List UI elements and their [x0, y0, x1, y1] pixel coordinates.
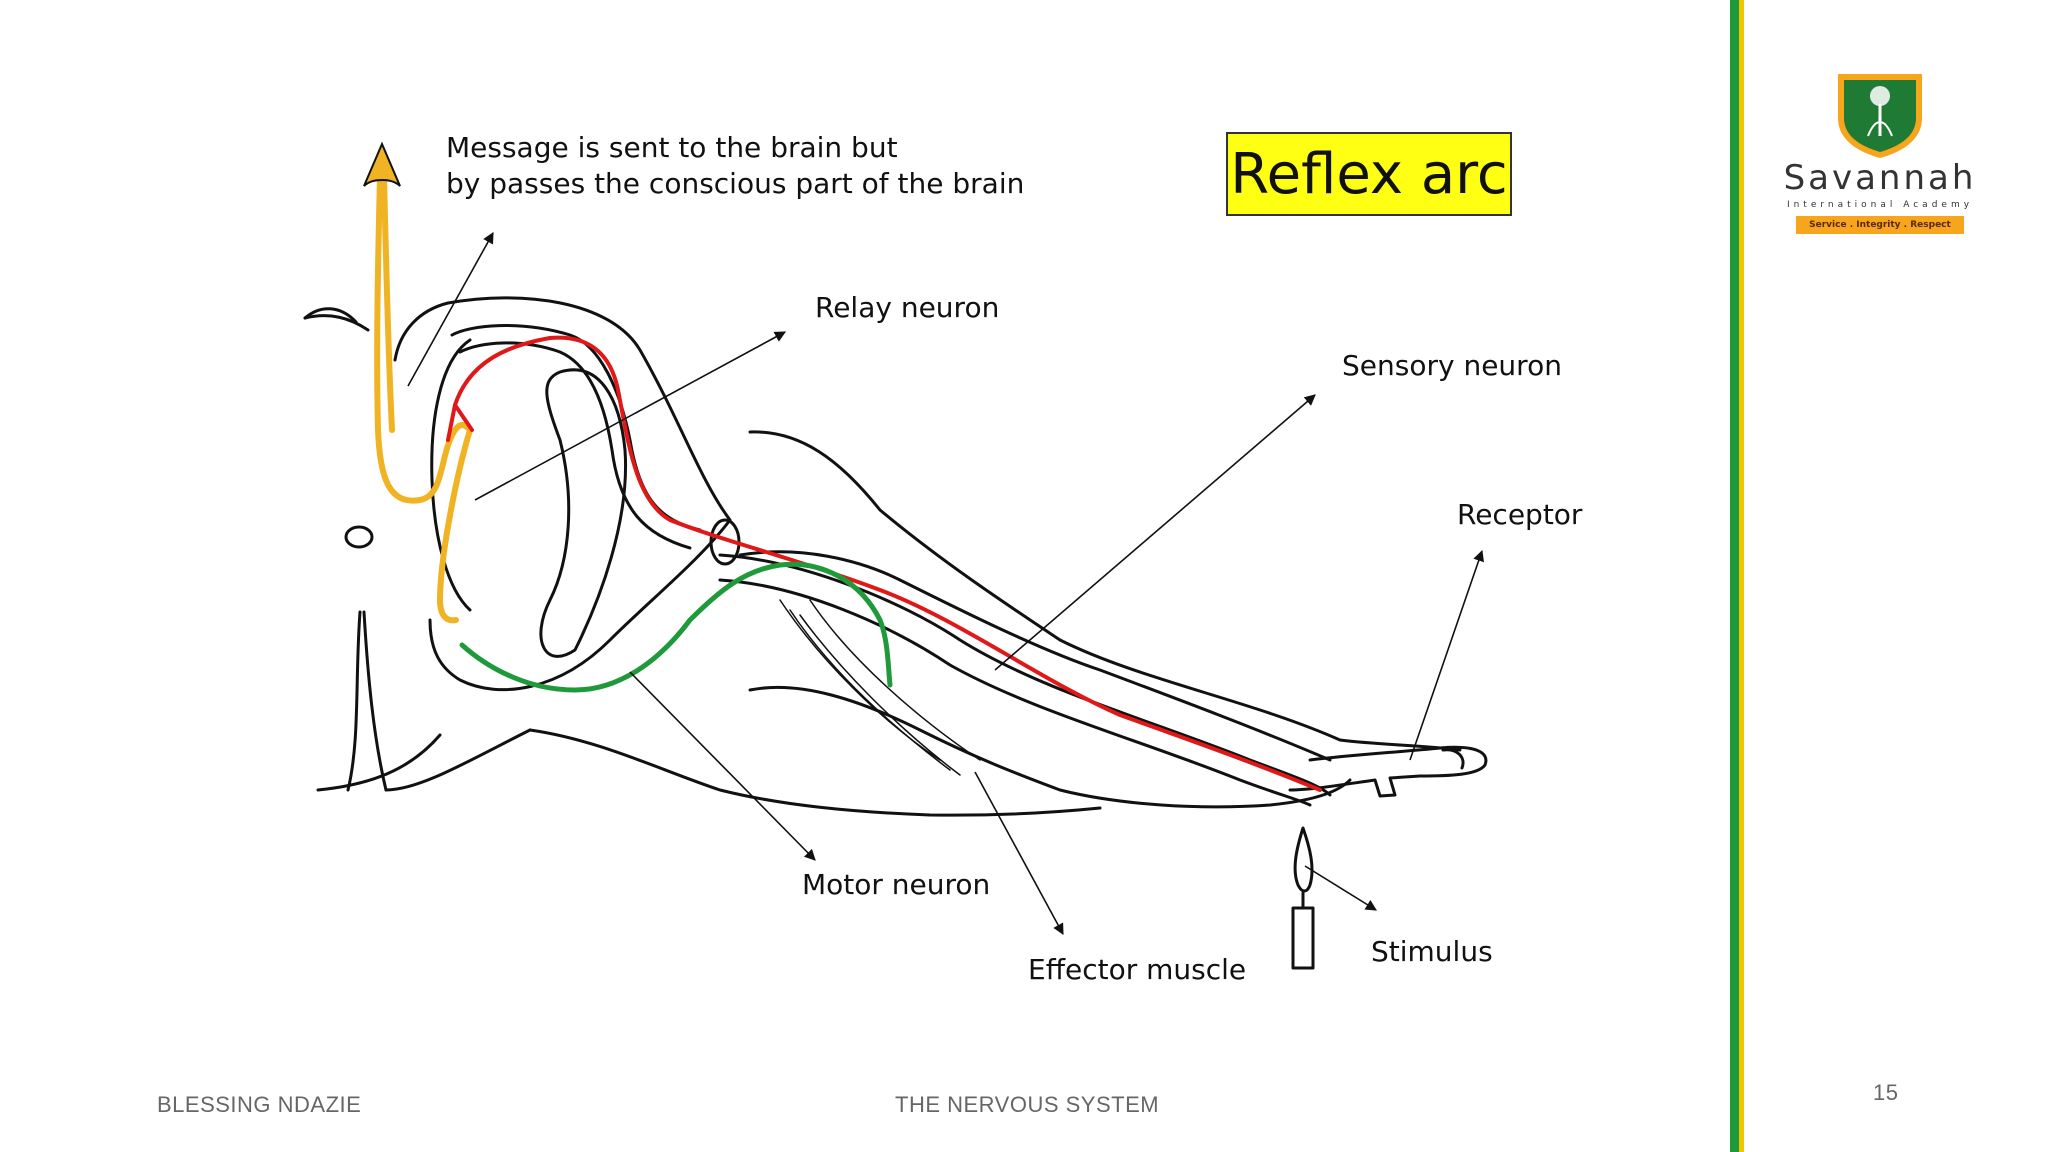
- spinal-cord-outline: [428, 296, 732, 692]
- label-brain-message-line1: Message is sent to the brain but: [446, 131, 898, 164]
- central-canal: [344, 525, 374, 549]
- brain-pathway: [374, 173, 473, 624]
- label-sensory-neuron: Sensory neuron: [1342, 349, 1562, 382]
- school-name: Savannah: [1783, 158, 1977, 198]
- school-subtitle: International Academy: [1786, 200, 1974, 210]
- label-relay-neuron: Relay neuron: [815, 291, 1000, 324]
- label-brain-message-line2: by passes the conscious part of the brai…: [446, 167, 1025, 200]
- footer-topic: THE NERVOUS SYSTEM: [895, 1092, 1160, 1117]
- label-receptor: Receptor: [1457, 498, 1583, 531]
- grey-matter-outline: [539, 368, 628, 658]
- reflex-arc-diagram: [303, 141, 1488, 970]
- candle: [1291, 906, 1315, 970]
- foot-outline: [1288, 745, 1488, 798]
- page-number: 15: [1873, 1080, 1899, 1105]
- school-crest-icon: [1838, 74, 1922, 158]
- pointer-sensory-neuron: [994, 394, 1316, 671]
- brain-arrowhead: [363, 141, 401, 187]
- pointer-receptor: [1409, 549, 1485, 761]
- pointer-stimulus: [1304, 865, 1377, 911]
- pointer-brain-message: [407, 232, 494, 387]
- school-motto: Service . Integrity . Respect: [1796, 216, 1964, 234]
- accent-bar-green: [1730, 0, 1739, 1152]
- pointer-effector-muscle: [974, 771, 1064, 935]
- candle-flame: [1293, 826, 1314, 893]
- torso-outline: [303, 314, 370, 332]
- pointer-relay-neuron: [474, 331, 786, 501]
- label-stimulus: Stimulus: [1371, 935, 1493, 968]
- footer-author: BLESSING NDAZIE: [157, 1092, 362, 1117]
- leg-top-outline: [748, 430, 1462, 752]
- accent-bar-yellow: [1739, 0, 1744, 1152]
- pointer-motor-neuron: [629, 671, 816, 861]
- motor-pathway: [459, 561, 893, 693]
- label-motor-neuron: Motor neuron: [802, 868, 991, 901]
- sensory-pathway: [453, 335, 1322, 792]
- label-effector-muscle: Effector muscle: [1028, 953, 1247, 986]
- slide-title: Reflex arc: [1226, 132, 1512, 216]
